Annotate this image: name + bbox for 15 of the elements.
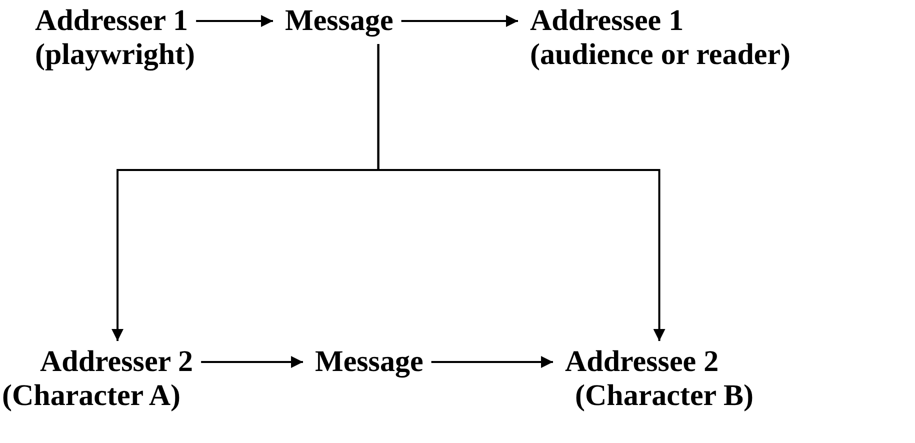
node-title: Addressee 1 bbox=[530, 4, 684, 38]
arrow bbox=[431, 356, 553, 368]
node-title: Message bbox=[315, 345, 424, 379]
arrow bbox=[401, 15, 518, 27]
node-title: Addresser 2 bbox=[40, 345, 194, 379]
node-subtitle: (playwright) bbox=[35, 38, 195, 72]
node-subtitle: (Character A) bbox=[2, 379, 181, 413]
node-subtitle: (audience or reader) bbox=[530, 38, 790, 72]
arrow bbox=[201, 356, 303, 368]
node-title: Addressee 2 bbox=[565, 345, 719, 379]
arrow bbox=[377, 44, 666, 341]
node-subtitle: (Character B) bbox=[575, 379, 754, 413]
node-title: Message bbox=[285, 4, 394, 38]
arrow bbox=[196, 15, 273, 27]
node-title: Addresser 1 bbox=[35, 4, 188, 38]
